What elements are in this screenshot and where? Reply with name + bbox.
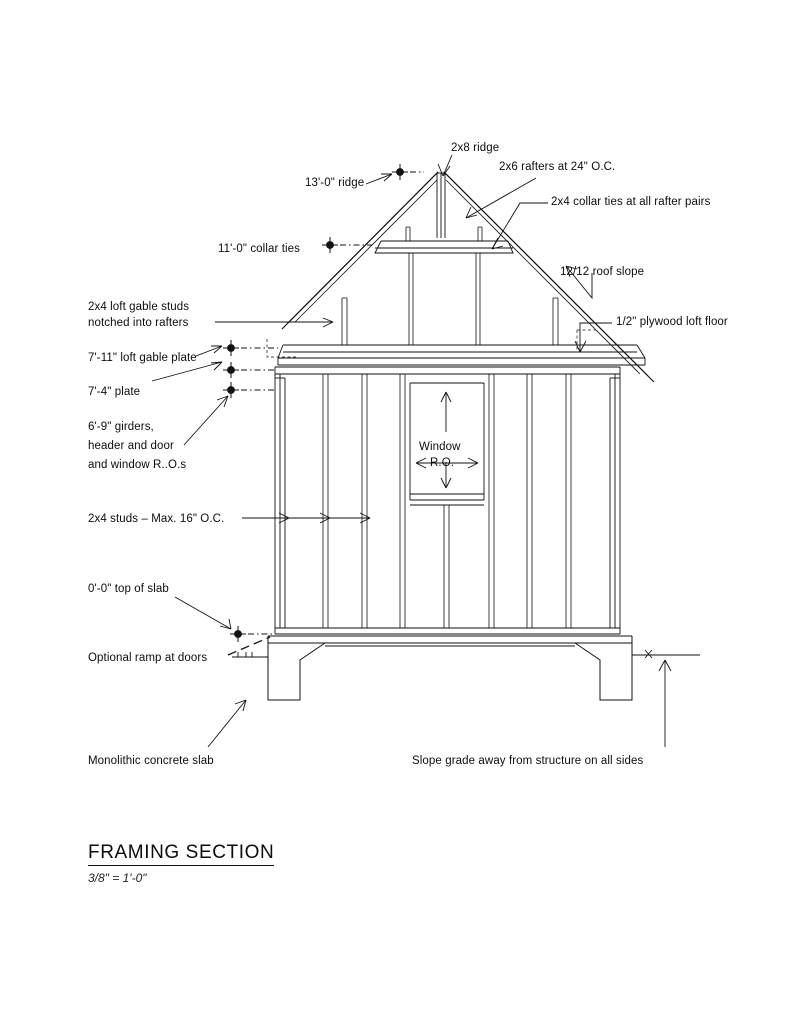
wall-stud — [322, 374, 406, 628]
label-roof-slope: 12/12 roof slope — [560, 266, 645, 278]
drawing-scale: 3/8" = 1'-0" — [88, 871, 147, 885]
label-grade: Slope grade away from structure on all s… — [412, 755, 644, 767]
collar-tie — [374, 240, 514, 254]
wall-top-plate — [274, 366, 621, 375]
label-girders-line1: 6'-9" girders, — [88, 421, 154, 433]
label-gable-studs-line1: 2x4 loft gable studs — [88, 301, 190, 313]
grade-tick-left — [232, 652, 268, 658]
wall-bottom-plate — [274, 627, 621, 635]
label-plate: 7'-4" plate — [88, 386, 141, 398]
title-block: FRAMING SECTION 3/8" = 1'-0" — [88, 842, 275, 885]
label-collar-ties: 2x4 collar ties at all rafter pairs — [551, 196, 711, 208]
corner-post — [274, 374, 621, 628]
leader-lines — [151, 154, 672, 748]
grade-line — [632, 649, 700, 659]
label-ridge-member: 2x8 ridge — [451, 142, 500, 154]
label-rafters: 2x6 rafters at 24" O.C. — [499, 161, 616, 173]
label-gable-studs-line2: notched into rafters — [88, 317, 189, 329]
label-collar-tie-height: 11'-0" collar ties — [218, 243, 301, 255]
window-dimension-arrows — [415, 391, 479, 489]
label-slab: Monolithic concrete slab — [88, 755, 214, 767]
window-rough-opening — [409, 382, 485, 506]
label-window-line2: R.O. — [430, 457, 455, 469]
rafter-outline — [281, 171, 655, 383]
label-ridge-height: 13'-0" ridge — [305, 177, 365, 189]
wall-stud — [488, 374, 572, 628]
label-girders-line3: and window R..O.s — [88, 459, 187, 471]
label-optional-ramp: Optional ramp at doors — [88, 652, 208, 664]
label-window-line1: Window — [419, 441, 461, 453]
upper-gable-stud — [405, 226, 483, 241]
label-studs: 2x4 studs – Max. 16" O.C. — [88, 513, 225, 525]
label-top-of-slab: 0'-0" top of slab — [88, 583, 169, 595]
concrete-slab — [267, 635, 633, 701]
ridge-board — [436, 172, 446, 238]
page-title: FRAMING SECTION — [88, 842, 275, 866]
label-loft-floor: 1/2" plywood loft floor — [616, 316, 728, 328]
loft-gable-stud — [341, 253, 559, 345]
elevation-marker — [223, 164, 424, 642]
optional-ramp — [227, 636, 271, 656]
label-loft-gable-plate: 7'-11" loft gable plate — [88, 352, 197, 364]
label-girders-line2: header and door — [88, 440, 174, 452]
rafter-inner-face — [294, 179, 641, 375]
cripple-stud — [443, 505, 450, 628]
loft-floor — [277, 344, 646, 366]
eave-detail — [266, 329, 596, 358]
